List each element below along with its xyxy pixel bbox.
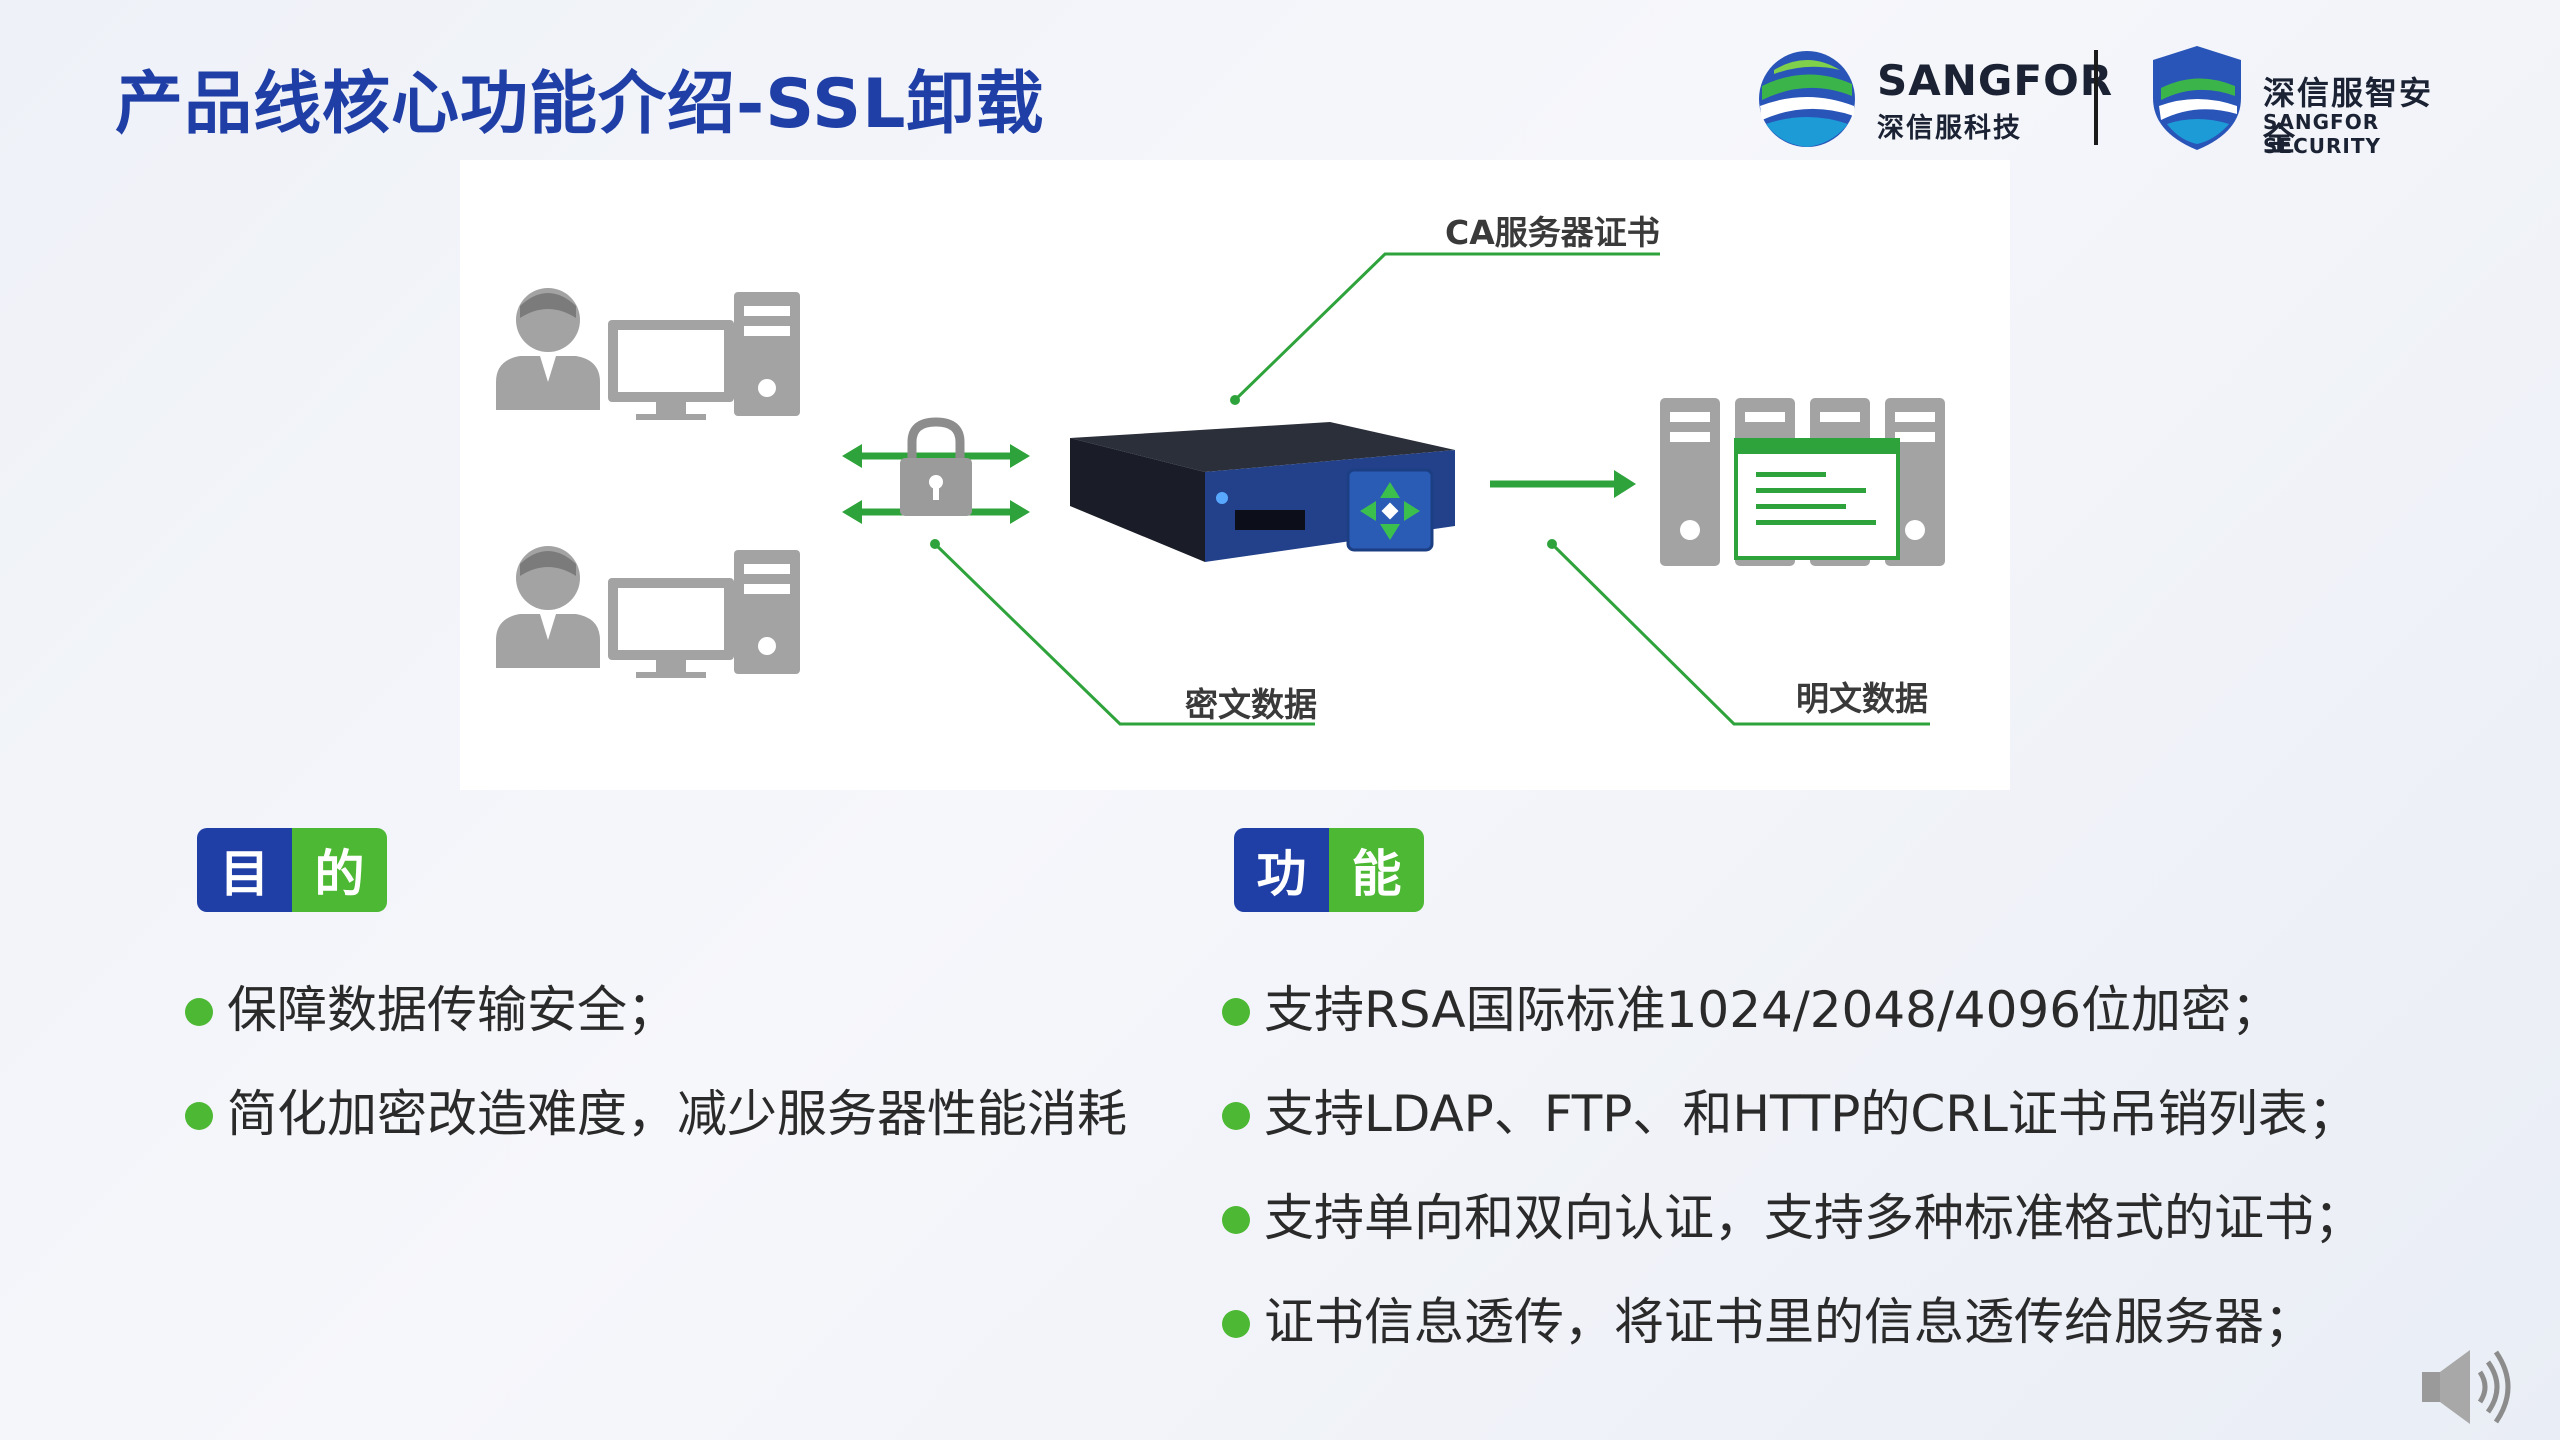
sangfor-sub: 深信服科技 [1877, 113, 2022, 144]
user-icon [496, 288, 600, 410]
user-icon [496, 546, 600, 668]
sangfor-name: SANGFOR [1877, 56, 2114, 105]
lock-icon [900, 417, 972, 516]
label-plaintext: 明文数据 [1796, 679, 1928, 718]
forward-arrow [1490, 470, 1636, 498]
logo-divider [2094, 50, 2098, 145]
list-item: 证书信息透传，将证书里的信息透传给服务器； [1222, 1292, 2364, 1396]
shield-icon [2153, 46, 2241, 150]
list-item: 支持LDAP、FTP、和HTTP的CRL证书吊销列表； [1222, 1084, 2364, 1188]
function-badge: 功 能 [1234, 828, 1424, 912]
document-icon [1734, 438, 1900, 560]
function-list: 支持RSA国际标准1024/2048/4096位加密； 支持LDAP、FTP、和… [1222, 980, 2364, 1396]
purpose-badge-left: 目 [197, 828, 292, 912]
security-sub: SANGFOR SECURITY [2263, 110, 2381, 158]
function-badge-right: 能 [1329, 828, 1424, 912]
sangfor-globe-icon [1759, 51, 1855, 147]
list-item: 支持单向和双向认证，支持多种标准格式的证书； [1222, 1188, 2364, 1292]
ssl-appliance-icon [1070, 422, 1455, 562]
monitor-icon [608, 578, 734, 678]
label-ca-cert: CA服务器证书 [1445, 213, 1660, 252]
function-badge-left: 功 [1234, 828, 1329, 912]
label-ciphertext: 密文数据 [1185, 685, 1317, 724]
leader-lines [930, 252, 1930, 726]
list-item: 简化加密改造难度，减少服务器性能消耗 [185, 1084, 1127, 1188]
monitor-icon [608, 320, 734, 420]
purpose-list: 保障数据传输安全； 简化加密改造难度，减少服务器性能消耗 [185, 980, 1127, 1188]
ssl-offload-diagram: CA服务器证书 密文数据 明文数据 [460, 160, 2010, 790]
purpose-badge: 目 的 [197, 828, 387, 912]
sangfor-security-logo: 深信服智安全 SANGFOR SECURITY [2145, 40, 2465, 158]
purpose-badge-right: 的 [292, 828, 387, 912]
page-title: 产品线核心功能介绍-SSL卸载 [115, 65, 1045, 144]
security-name: 深信服智安全 [2263, 74, 2434, 158]
pc-tower-icon [734, 292, 800, 416]
pc-tower-icon [734, 550, 800, 674]
list-item: 保障数据传输安全； [185, 980, 1127, 1084]
list-item: 支持RSA国际标准1024/2048/4096位加密； [1222, 980, 2364, 1084]
sangfor-logo: SANGFOR 深信服科技 [1752, 44, 2112, 154]
speaker-icon[interactable] [2418, 1342, 2518, 1432]
